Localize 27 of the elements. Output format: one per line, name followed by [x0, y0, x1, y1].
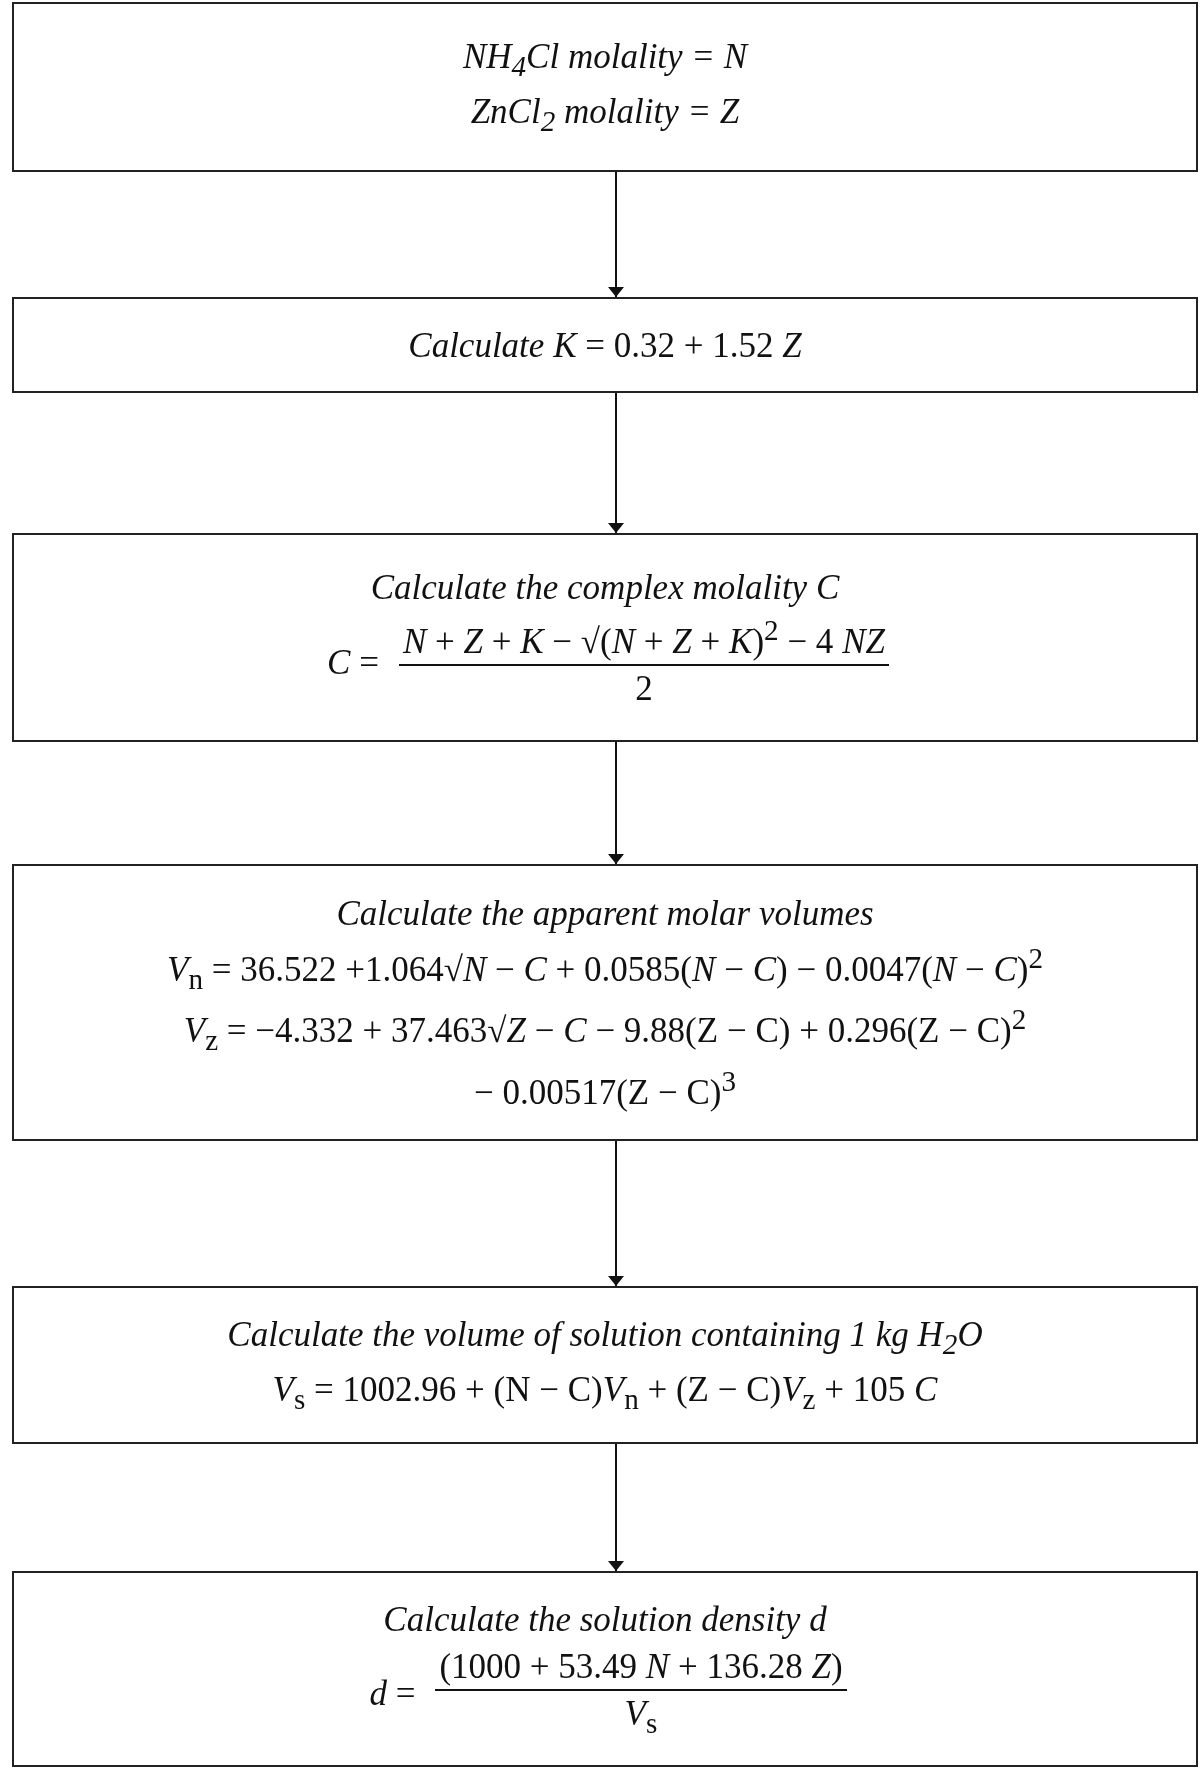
formula: V$_{n}$ = 36.522 +1.064√N − C + 0.0585(N − C) − 0.0047(N − C)$^{2}$ — [166, 940, 1044, 997]
formula-lhs: d = — [368, 1673, 417, 1715]
process-box — [12, 1571, 1198, 1767]
formula-lhs: C = — [326, 641, 380, 684]
arrow — [608, 171, 624, 298]
formula: V$_{z}$ = −4.332 + 37.463√Z − C − 9.88(Z − C) + 0.296(Z − C)$^{2}$ − 0.00517(Z − C)$^{3}$ — [182, 1002, 1028, 1114]
input-definition: ZnCl$_{2}$ molality = Z — [469, 91, 741, 139]
step-heading: Calculate the apparent molar volumes — [335, 892, 875, 935]
step-heading: Calculate the solution density d — [382, 1598, 828, 1641]
fraction-denominator: 2 — [634, 668, 654, 711]
process-box — [12, 533, 1198, 742]
step-heading: Calculate the volume of solution containing 1 kg H$_{2}$O — [226, 1314, 984, 1363]
fraction-numerator: N + Z + K − √(N + Z + K)$^{2}$ − 4 NZ — [398, 612, 889, 667]
fraction-denominator: V$_{s}$ — [623, 1693, 659, 1742]
arrow — [608, 1443, 624, 1572]
process-box — [12, 864, 1198, 1141]
formula: Calculate K = 0.32 + 1.52 Z — [407, 324, 803, 367]
process-box — [12, 297, 1198, 393]
arrow — [608, 1140, 624, 1287]
arrow — [608, 741, 624, 865]
input-definition: NH$_{4}$Cl molality = N — [461, 36, 750, 85]
process-box — [12, 1286, 1198, 1444]
arrow — [608, 392, 624, 534]
step-heading: Calculate the complex molality C — [369, 567, 841, 610]
fraction-numerator: (1000 + 53.49 N + 136.28 Z) — [435, 1643, 847, 1692]
formula: V$_{s}$ = 1002.96 + (N − C)V$_{n}$ + (Z − C)V$_{z}$ + 105 C — [271, 1369, 939, 1417]
process-box — [12, 2, 1198, 172]
